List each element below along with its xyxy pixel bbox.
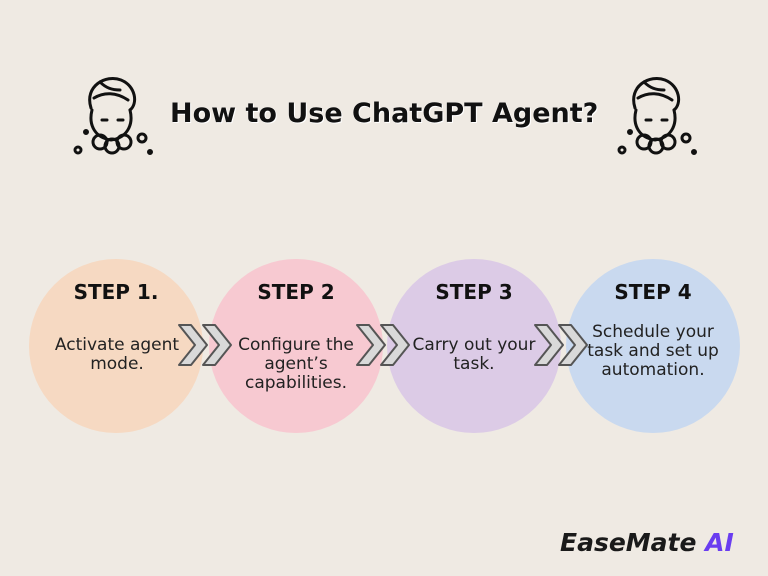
step-1-label: STEP 1. (73, 280, 159, 304)
step-3-description: Carry out your task. (399, 336, 549, 374)
chevron-right-icon (356, 324, 410, 366)
step-3-line: task. (453, 354, 495, 374)
brand-name: EaseMate (560, 528, 697, 557)
brand-logo: EaseMate AI (560, 528, 734, 557)
step-4-label: STEP 4 (614, 280, 692, 304)
step-1-circle (29, 259, 203, 433)
step-2-line: capabilities. (244, 373, 348, 393)
mascot-icon (73, 77, 153, 155)
step-2-description: Configure the agent’s capabilities. (221, 336, 371, 393)
step-2-circle (209, 259, 383, 433)
step-4-line: automation. (601, 360, 705, 380)
step-4-line: task and set up (587, 341, 719, 361)
step-3-label: STEP 3 (435, 280, 513, 304)
step-1-description: Activate agent mode. (42, 336, 192, 374)
brand-suffix: AI (705, 528, 734, 557)
step-4-description: Schedule your task and set up automation… (578, 323, 728, 380)
step-1-line: mode. (90, 354, 144, 374)
step-4-circle (566, 259, 740, 433)
chevron-right-icon (178, 324, 232, 366)
step-4-line: Schedule your (592, 322, 714, 342)
step-2-line: Configure the (238, 335, 354, 355)
step-2-line: agent’s (264, 354, 328, 374)
mascot-icon (617, 77, 697, 155)
chevron-right-icon (534, 324, 588, 366)
step-1-line: Activate agent (54, 335, 180, 355)
step-3-circle (387, 259, 561, 433)
page-title: How to Use ChatGPT Agent? (170, 98, 599, 129)
step-2-label: STEP 2 (257, 280, 335, 304)
step-3-line: Carry out your (412, 335, 536, 355)
